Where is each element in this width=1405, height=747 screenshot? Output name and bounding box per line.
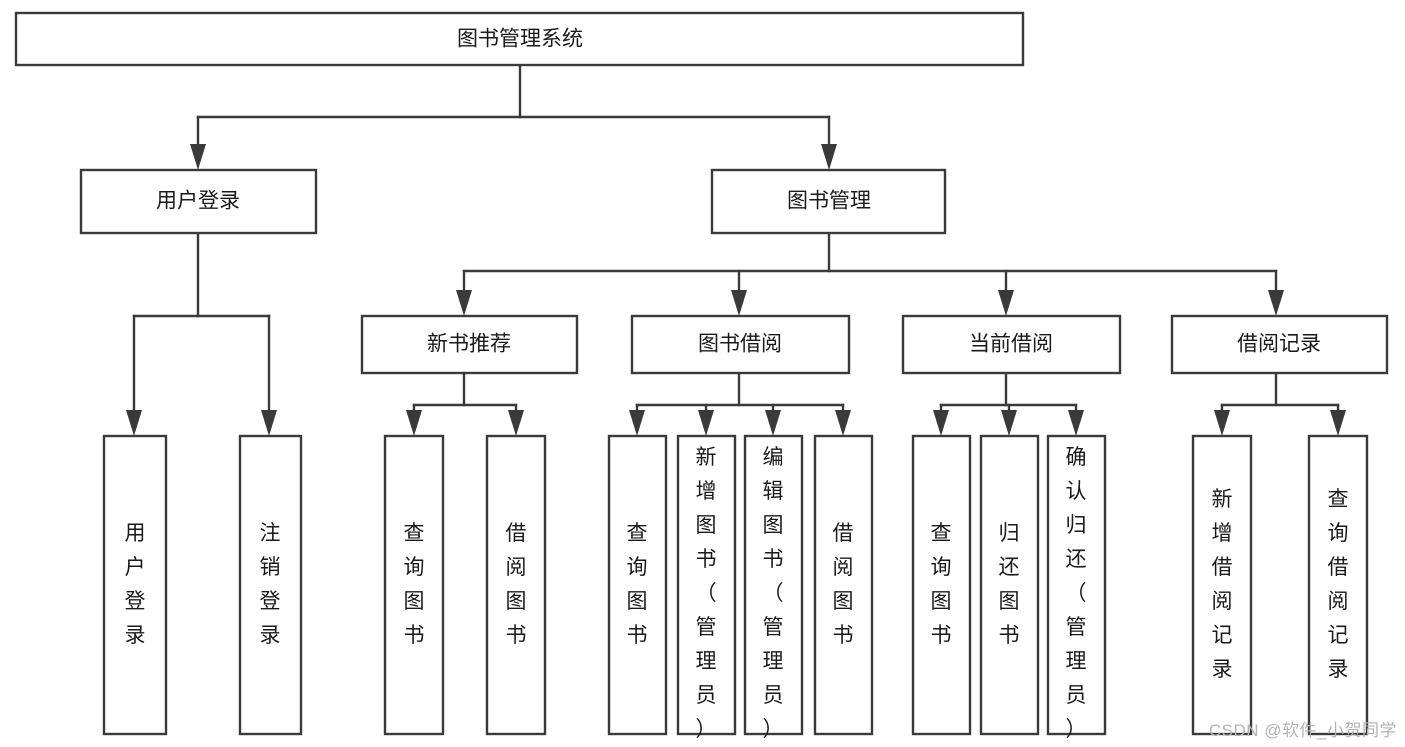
node-leaf-user-login-box[interactable] — [102, 434, 168, 736]
node-leaf-query-book-3[interactable]: 查询图书 — [911, 434, 972, 736]
node-leaf-borrow-book-2-label: 借阅图书 — [833, 522, 854, 647]
arrow-head-leaf-confirm-return — [1068, 410, 1084, 436]
node-leaf-add-book-label: 新增图书（管理员） — [696, 446, 717, 741]
node-leaf-return-book[interactable]: 归还图书 — [979, 434, 1040, 736]
arrow-head-leaf-user-login — [126, 410, 142, 436]
node-leaf-add-record-label: 新增借阅记录 — [1212, 488, 1233, 681]
node-leaf-query-book-3-box[interactable] — [911, 434, 972, 736]
arrow-head-borrow-record — [1268, 290, 1284, 316]
node-leaf-borrow-book-2-box[interactable] — [813, 434, 874, 736]
node-leaf-query-book-1-box[interactable] — [383, 434, 445, 736]
arrow-head-leaf-borrow-book-1 — [508, 410, 524, 436]
arrow-head-book-manage — [821, 144, 837, 170]
node-leaf-edit-book-box[interactable] — [743, 434, 804, 736]
node-leaf-logout-login-label: 注销登录 — [260, 522, 281, 647]
node-leaf-confirm-return-box[interactable] — [1046, 434, 1107, 736]
node-leaf-return-book-box[interactable] — [979, 434, 1040, 736]
arrow-head-leaf-query-book-3 — [933, 410, 949, 436]
arrow-head-leaf-query-book-1 — [406, 410, 422, 436]
arrow-head-leaf-query-book-2 — [629, 410, 645, 436]
node-leaf-borrow-book-1-label: 借阅图书 — [506, 522, 527, 647]
node-user-login-box[interactable] — [79, 168, 318, 235]
connector-group-borrow-record — [1214, 371, 1346, 436]
node-leaf-query-record-label: 查询借阅记录 — [1328, 488, 1349, 681]
arrow-head-leaf-add-book — [698, 410, 714, 436]
arrow-head-leaf-edit-book — [765, 410, 781, 436]
node-leaf-query-book-1-label: 查询图书 — [404, 522, 425, 647]
node-borrow-record[interactable]: 借阅记录 — [1170, 314, 1389, 375]
node-leaf-add-book-box[interactable] — [676, 434, 737, 736]
node-leaf-logout-login-box[interactable] — [238, 434, 303, 736]
arrow-head-user-login — [190, 144, 206, 170]
node-leaf-add-record-box[interactable] — [1191, 434, 1253, 736]
node-leaf-query-book-1[interactable]: 查询图书 — [383, 434, 445, 736]
node-user-login[interactable]: 用户登录 — [79, 168, 318, 235]
node-borrow-record-box[interactable] — [1170, 314, 1389, 375]
node-leaf-query-record[interactable]: 查询借阅记录 — [1307, 434, 1369, 736]
node-book-borrow-label: 图书借阅 — [698, 333, 782, 356]
node-new-book-recommend-label: 新书推荐 — [427, 333, 511, 356]
node-leaf-logout-login[interactable]: 注销登录 — [238, 434, 303, 736]
node-leaf-borrow-book-2[interactable]: 借阅图书 — [813, 434, 874, 736]
node-leaf-query-book-2[interactable]: 查询图书 — [607, 434, 668, 736]
node-leaf-user-login-label: 用户登录 — [125, 522, 146, 647]
node-book-manage-label: 图书管理 — [787, 190, 871, 213]
node-current-borrow[interactable]: 当前借阅 — [901, 314, 1122, 375]
arrow-head-leaf-borrow-book-2 — [835, 410, 851, 436]
node-new-book-recommend-box[interactable] — [360, 314, 579, 375]
connector-group-new-book-recommend — [406, 371, 524, 436]
arrow-head-leaf-return-book — [1001, 410, 1017, 436]
node-borrow-record-label: 借阅记录 — [1237, 333, 1321, 356]
node-book-manage-box[interactable] — [710, 168, 947, 235]
node-book-borrow-box[interactable] — [630, 314, 851, 375]
node-leaf-query-book-2-box[interactable] — [607, 434, 668, 736]
node-leaf-edit-book[interactable]: 编辑图书（管理员） — [743, 434, 804, 741]
connector-group-current-borrow — [933, 371, 1084, 436]
csdn-watermark: CSDN @软件_小贺同学 — [1208, 721, 1397, 740]
arrow-head-leaf-add-record — [1214, 410, 1230, 436]
connector-group-root — [190, 63, 837, 170]
connector-group-book-borrow — [629, 371, 851, 436]
node-root-box[interactable] — [14, 11, 1025, 67]
connector-group-book-manage — [456, 231, 1284, 316]
node-leaf-query-book-2-label: 查询图书 — [627, 522, 648, 647]
node-current-borrow-box[interactable] — [901, 314, 1122, 375]
node-leaf-query-record-box[interactable] — [1307, 434, 1369, 736]
arrow-head-leaf-query-record — [1330, 410, 1346, 436]
node-leaf-query-book-3-label: 查询图书 — [931, 522, 952, 647]
node-root-label: 图书管理系统 — [457, 28, 583, 51]
node-leaf-return-book-label: 归还图书 — [999, 522, 1020, 647]
node-leaf-add-book[interactable]: 新增图书（管理员） — [676, 434, 737, 741]
connector-group-user-login — [126, 231, 277, 436]
node-user-login-label: 用户登录 — [156, 190, 240, 213]
arrow-head-book-borrow — [731, 290, 747, 316]
node-root[interactable]: 图书管理系统 — [14, 11, 1025, 67]
node-leaf-user-login[interactable]: 用户登录 — [102, 434, 168, 736]
node-book-borrow[interactable]: 图书借阅 — [630, 314, 851, 375]
node-leaf-borrow-book-1-box[interactable] — [485, 434, 547, 736]
arrow-head-current-borrow — [998, 290, 1014, 316]
node-leaf-confirm-return[interactable]: 确认归还（管理员） — [1046, 434, 1107, 741]
node-new-book-recommend[interactable]: 新书推荐 — [360, 314, 579, 375]
node-leaf-confirm-return-label: 确认归还（管理员） — [1066, 446, 1087, 741]
node-current-borrow-label: 当前借阅 — [969, 333, 1053, 356]
node-leaf-borrow-book-1[interactable]: 借阅图书 — [485, 434, 547, 736]
node-leaf-edit-book-label: 编辑图书（管理员） — [763, 446, 784, 741]
node-leaf-add-record[interactable]: 新增借阅记录 — [1191, 434, 1253, 736]
node-book-manage[interactable]: 图书管理 — [710, 168, 947, 235]
arrow-head-leaf-logout-login — [261, 410, 277, 436]
arrow-head-new-book-recommend — [456, 290, 472, 316]
